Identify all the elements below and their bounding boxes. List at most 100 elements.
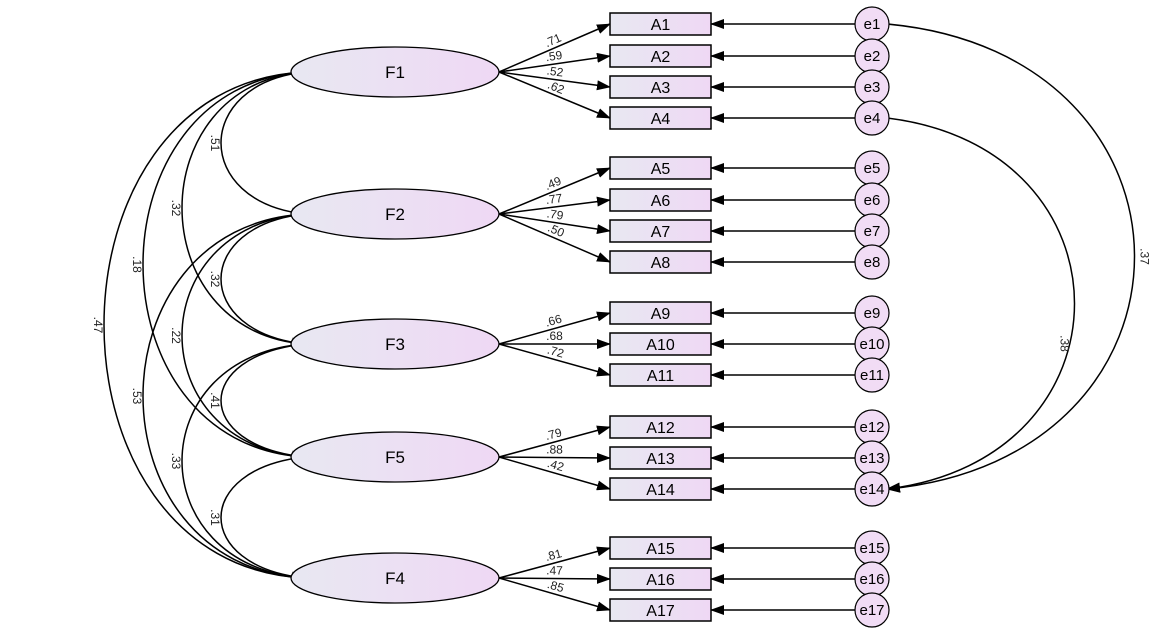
indicator-label: A9 bbox=[651, 306, 671, 323]
error-node-e2: e2 bbox=[854, 38, 890, 74]
factor-covariance-arc bbox=[220, 65, 319, 218]
covariance-value: .18 bbox=[130, 256, 144, 273]
indicator-label: A14 bbox=[646, 482, 675, 499]
factor-ellipse bbox=[290, 318, 500, 370]
loading-path bbox=[498, 311, 611, 345]
error-covariance-layer: .37 .38 bbox=[873, 17, 1152, 493]
factor-covariance-arc bbox=[181, 208, 319, 462]
error-circle bbox=[854, 592, 890, 628]
indicator-box bbox=[609, 188, 712, 212]
indicator-box bbox=[609, 219, 712, 243]
indicator-a3: A3 bbox=[609, 75, 712, 99]
indicator-label: A16 bbox=[646, 572, 675, 589]
error-node-e8: e8 bbox=[854, 244, 890, 280]
factor-node-f5: F5 bbox=[290, 431, 500, 483]
loading-path bbox=[498, 213, 611, 234]
loading-path bbox=[498, 577, 611, 612]
loading-path bbox=[498, 167, 611, 215]
error-node-e4: e4 bbox=[854, 100, 890, 136]
error-label: e10 bbox=[859, 336, 884, 353]
loading-value: .68 bbox=[546, 329, 563, 343]
loading-path bbox=[498, 196, 611, 215]
error-label: e5 bbox=[864, 160, 881, 177]
covariance-value: .51 bbox=[208, 135, 222, 152]
error-circle bbox=[854, 357, 890, 393]
error-covariance-value: .37 bbox=[1138, 248, 1152, 265]
factor-label: F1 bbox=[385, 63, 405, 82]
factor-covariance-layer: .51.32.18.47.32.22.53.41.33.31 bbox=[91, 65, 319, 583]
indicator-a12: A12 bbox=[609, 415, 712, 439]
error-node-e1: e1 bbox=[854, 6, 890, 42]
error-label: e13 bbox=[859, 450, 884, 467]
indicator-label: A4 bbox=[651, 111, 671, 128]
loading-path bbox=[498, 71, 611, 119]
indicator-box bbox=[609, 415, 712, 439]
factor-node-f1: F1 bbox=[290, 46, 500, 98]
error-node-e12: e12 bbox=[854, 409, 890, 445]
factor-label: F4 bbox=[385, 569, 405, 588]
error-label: e4 bbox=[864, 110, 881, 127]
indicator-box bbox=[609, 75, 712, 99]
loading-value: .42 bbox=[546, 456, 566, 474]
indicator-a15: A15 bbox=[609, 536, 712, 560]
loading-value: .62 bbox=[546, 78, 567, 97]
covariance-value: .41 bbox=[208, 392, 222, 409]
factor-covariance-arc bbox=[142, 208, 319, 583]
error-covariance-arc bbox=[873, 17, 1136, 493]
error-node-e13: e13 bbox=[854, 440, 890, 476]
covariance-value: .31 bbox=[208, 509, 222, 526]
indicator-box bbox=[609, 477, 712, 501]
loading-value: .52 bbox=[546, 63, 565, 79]
loading-value: .79 bbox=[544, 425, 564, 443]
error-node-e3: e3 bbox=[854, 69, 890, 105]
indicator-a4: A4 bbox=[609, 106, 712, 130]
indicator-a5: A5 bbox=[609, 156, 712, 180]
error-circle bbox=[854, 471, 890, 507]
factor-covariance-arc bbox=[181, 66, 319, 349]
indicator-a14: A14 bbox=[609, 477, 712, 501]
indicator-label: A5 bbox=[651, 161, 671, 178]
loading-path bbox=[498, 71, 611, 91]
loading-value: .88 bbox=[546, 442, 563, 456]
loading-path bbox=[498, 343, 611, 377]
factor-ellipse bbox=[290, 431, 500, 483]
factor-covariance-arc bbox=[181, 338, 319, 583]
factor-node-f4: F4 bbox=[290, 552, 500, 604]
error-label: e16 bbox=[859, 571, 884, 588]
error-node-e6: e6 bbox=[854, 182, 890, 218]
indicator-a2: A2 bbox=[609, 44, 712, 68]
error-label: e3 bbox=[864, 79, 881, 96]
loading-path bbox=[498, 213, 611, 263]
error-covariance-arc bbox=[873, 111, 1076, 493]
error-label: e14 bbox=[859, 481, 884, 498]
error-node-e17: e17 bbox=[854, 592, 890, 628]
indicator-label: A7 bbox=[651, 224, 671, 241]
indicator-box bbox=[609, 44, 712, 68]
error-label: e7 bbox=[864, 223, 881, 240]
loading-value: .50 bbox=[546, 221, 567, 241]
indicator-label: A15 bbox=[646, 541, 675, 558]
indicator-label: A2 bbox=[651, 49, 671, 66]
indicator-box bbox=[609, 567, 712, 591]
indicator-label: A6 bbox=[651, 193, 671, 210]
factor-ellipse bbox=[290, 46, 500, 98]
indicator-label: A10 bbox=[646, 337, 675, 354]
indicator-label: A17 bbox=[646, 603, 675, 620]
loading-value: .77 bbox=[545, 191, 564, 207]
error-label: e8 bbox=[864, 254, 881, 271]
indicator-box bbox=[609, 156, 712, 180]
loading-value: .59 bbox=[545, 48, 564, 64]
factor-covariance-arc bbox=[220, 207, 319, 348]
indicator-label: A8 bbox=[651, 255, 671, 272]
factor-covariance-arc bbox=[220, 450, 319, 582]
error-label: e2 bbox=[864, 48, 881, 65]
factor-ellipse bbox=[290, 188, 500, 240]
indicator-label: A1 bbox=[651, 17, 671, 34]
error-covariance-value: .38 bbox=[1058, 335, 1072, 352]
factor-covariance-arc bbox=[103, 66, 319, 583]
factor-ellipse bbox=[290, 552, 500, 604]
error-label: e17 bbox=[859, 602, 884, 619]
covariance-value: .47 bbox=[91, 317, 105, 334]
error-label: e1 bbox=[864, 16, 881, 33]
